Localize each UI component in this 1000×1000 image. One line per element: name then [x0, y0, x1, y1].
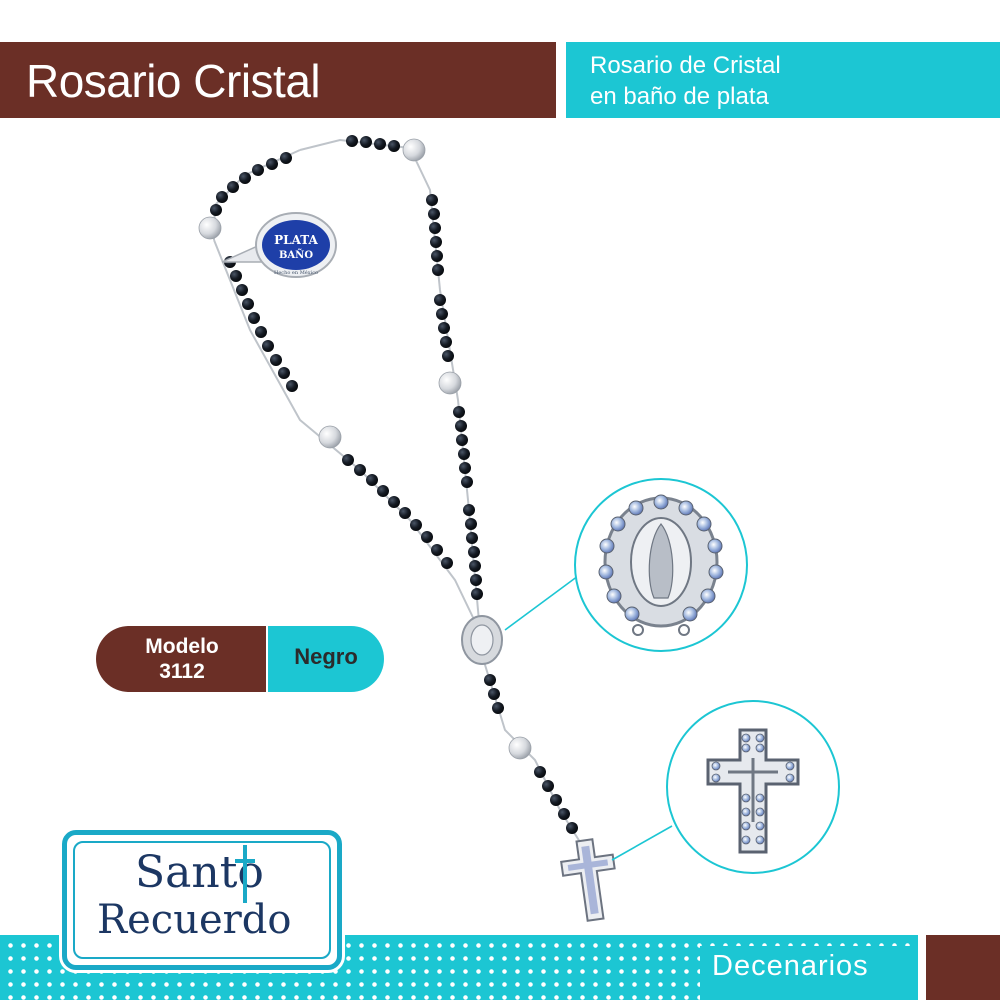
- tag-text-plata: PLATA: [274, 233, 318, 247]
- rosary-black-beads: [210, 135, 578, 834]
- logo-cross-icon: [235, 845, 255, 903]
- logo-text-line-2: Recuerdo: [97, 897, 292, 943]
- cross-detail-zoom: [666, 700, 840, 874]
- rosary-cross: [560, 838, 616, 922]
- tag-text-origin: Hecho en México: [274, 269, 318, 276]
- cross-detail-image: [706, 728, 800, 854]
- model-number-text: 3112: [159, 660, 205, 683]
- model-number-label: Modelo 3112: [114, 634, 250, 684]
- footer-category-label: Decenarios: [712, 950, 869, 982]
- model-color-label: Negro: [294, 644, 358, 669]
- plata-bano-tag: PLATA BAÑO Hecho en México: [221, 212, 337, 278]
- detail-connector-lines: [504, 575, 673, 861]
- medal-detail-image: [598, 494, 724, 636]
- tag-text-bano: BAÑO: [279, 249, 313, 261]
- model-badge: Modelo 3112 Negro: [96, 626, 384, 692]
- medal-detail-zoom: [574, 478, 748, 652]
- footer-brown-block: [926, 935, 1000, 1000]
- model-badge-left: [96, 626, 266, 692]
- page-title: Rosario Cristal: [26, 55, 321, 107]
- header-subtitle: Rosario de Cristal en baño de plata: [590, 50, 781, 112]
- brand-logo: Santo Recuerdo: [62, 830, 342, 970]
- subtitle-line-2: en baño de plata: [590, 83, 769, 110]
- header-subtitle-bar: [566, 42, 1000, 118]
- model-label-text: Modelo: [145, 635, 219, 658]
- model-badge-right: [268, 626, 384, 692]
- header-title-bar: [0, 42, 556, 118]
- logo-text-line-1: Santo: [135, 847, 264, 898]
- subtitle-line-1: Rosario de Cristal: [590, 52, 781, 79]
- rosary-center-medal: [461, 615, 503, 665]
- footer-label-background: [700, 946, 918, 1000]
- rosary-silver-beads: [198, 138, 532, 760]
